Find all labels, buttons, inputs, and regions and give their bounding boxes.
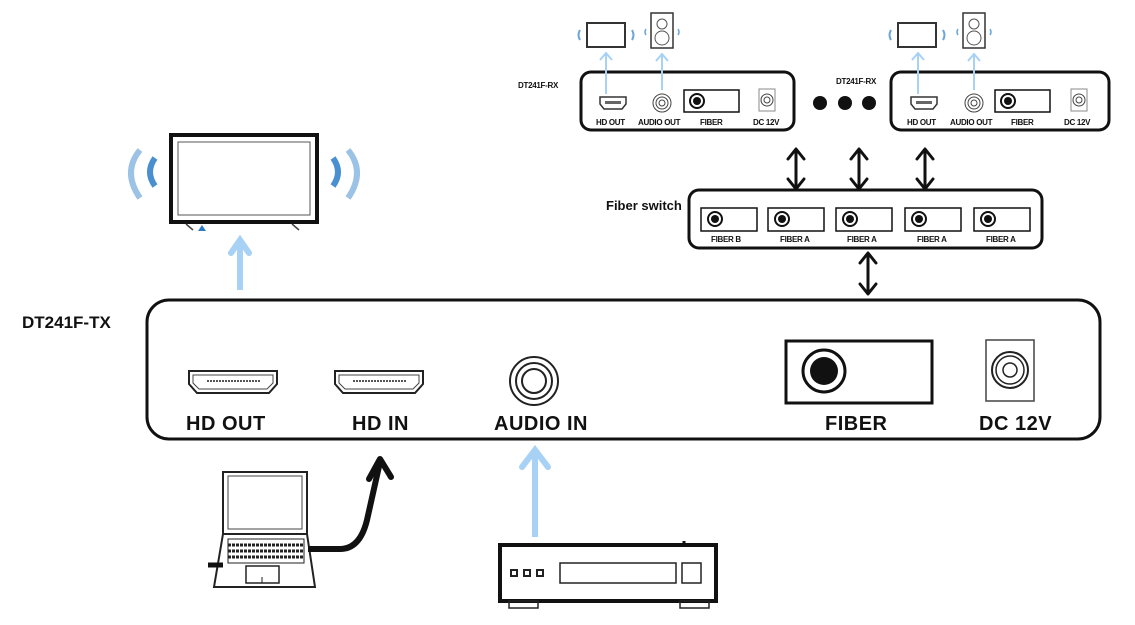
- double-arrow-icon: [858, 251, 878, 296]
- rx1-hdmi-out-icon: [599, 96, 627, 110]
- receiver-box-1: [579, 70, 796, 132]
- fiber-switch-port-icon: [767, 207, 825, 232]
- bidirectional-arrows: [786, 147, 935, 296]
- rx1-fiber-label: FIBER: [700, 118, 723, 127]
- fiber-switch-port-label: FIBER A: [780, 235, 810, 244]
- receiver-2-ports: [910, 88, 1088, 113]
- fiber-switch-port-icon: [835, 207, 893, 232]
- receiver-1-ports: [599, 88, 776, 113]
- receiver-1-name: DT241F-RX: [518, 81, 558, 90]
- rx2-tv-icon: [888, 22, 946, 48]
- rx1-audio-arrow: [655, 52, 669, 90]
- fiber-switch-port-label: FIBER A: [986, 235, 1016, 244]
- tx-hd-out-label: HD OUT: [186, 413, 266, 435]
- rx2-dc-label: DC 12V: [1064, 118, 1091, 127]
- transmitter-name: DT241F-TX: [22, 313, 111, 332]
- fiber-switch-ports: [700, 207, 1031, 232]
- hdmi-out-port-icon: [188, 370, 278, 394]
- tx-hd-in-label: HD IN: [352, 413, 409, 435]
- rx2-hdmi-out-icon: [910, 96, 938, 110]
- more-receivers-ellipsis: [813, 96, 876, 110]
- dc-port-icon: [985, 339, 1035, 402]
- audio-in-arrow: [519, 445, 551, 537]
- rx1-audio-out-label: AUDIO OUT: [638, 118, 681, 127]
- rx1-fiber-icon: [683, 89, 740, 113]
- double-arrow-icon: [849, 147, 869, 191]
- fiber-switch-port-icon: [700, 207, 758, 232]
- tx-fiber-label: FIBER: [825, 413, 888, 435]
- rx2-hd-out-label: HD OUT: [907, 118, 936, 127]
- rx2-fiber-label: FIBER: [1011, 118, 1034, 127]
- rx1-devices: [577, 12, 680, 94]
- rx1-hd-out-label: HD OUT: [596, 118, 625, 127]
- main-tv-icon: [128, 133, 360, 231]
- audio-in-port-icon: [509, 356, 559, 406]
- rx1-audio-out-icon: [652, 93, 672, 113]
- double-arrow-icon: [786, 147, 806, 191]
- fiber-switch-port-label: FIBER A: [847, 235, 877, 244]
- tx-dc-label: DC 12V: [979, 413, 1053, 435]
- laptop-icon: [212, 471, 317, 588]
- rx2-audio-arrow: [967, 52, 981, 90]
- double-arrow-icon: [915, 147, 935, 191]
- fiber-switch-port-icon: [904, 207, 962, 232]
- hd-out-arrow: [228, 234, 252, 290]
- fiber-switch-port-icon: [973, 207, 1031, 232]
- rx2-devices: [888, 12, 992, 94]
- audio-player-icon: [498, 541, 718, 609]
- tx-audio-in-label: AUDIO IN: [494, 413, 588, 435]
- rx1-tv-icon: [577, 22, 635, 48]
- rx2-fiber-icon: [994, 89, 1051, 113]
- rx2-audio-out-icon: [964, 93, 984, 113]
- rx1-dc-label: DC 12V: [753, 118, 780, 127]
- hdmi-cable-arrow: [208, 456, 394, 568]
- fiber-switch-port-label: FIBER B: [711, 235, 741, 244]
- fiber-port-icon: [784, 339, 934, 405]
- fiber-switch-label: Fiber switch: [606, 198, 682, 213]
- rx1-speaker-icon: [644, 12, 680, 49]
- rx2-audio-out-label: AUDIO OUT: [950, 118, 993, 127]
- receiver-2-name: DT241F-RX: [836, 77, 876, 86]
- hdmi-in-port-icon: [334, 370, 424, 394]
- rx1-hd-arrow: [599, 51, 613, 94]
- transmitter-box: [145, 298, 1102, 441]
- rx2-speaker-icon: [956, 12, 992, 49]
- rx2-dc-icon: [1070, 88, 1088, 112]
- fiber-switch-box: [687, 188, 1044, 250]
- rx1-dc-icon: [758, 88, 776, 112]
- fiber-switch-port-label: FIBER A: [917, 235, 947, 244]
- rx2-hd-arrow: [911, 51, 925, 94]
